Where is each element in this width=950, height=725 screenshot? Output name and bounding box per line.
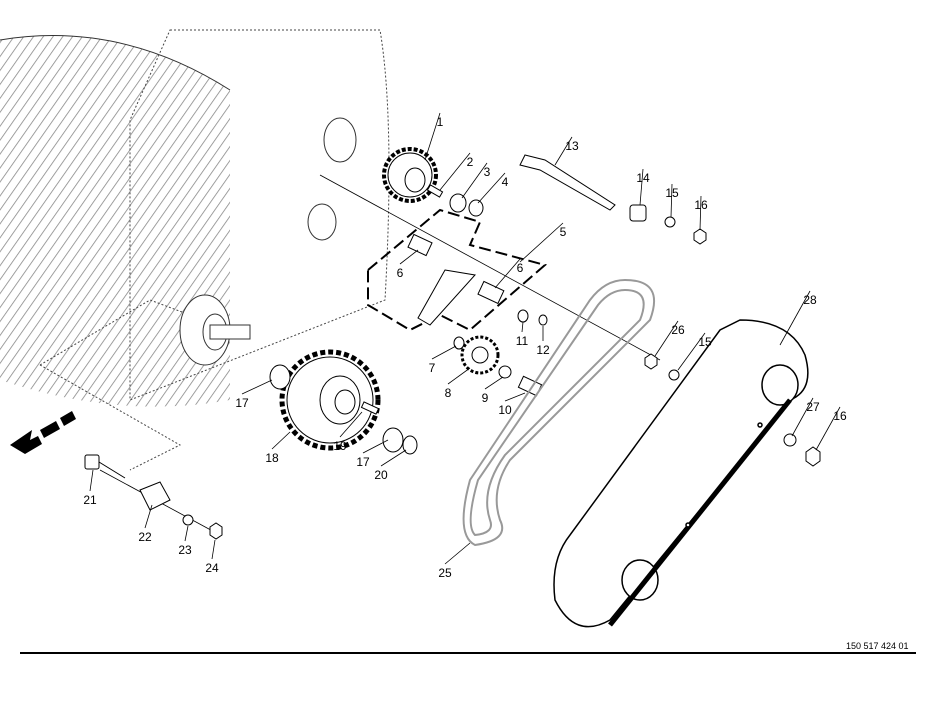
callout-15: 15 <box>665 186 679 200</box>
callout-10: 10 <box>498 403 512 417</box>
callout-25: 25 <box>438 566 452 580</box>
callout-16: 16 <box>694 198 708 212</box>
leader-line <box>670 183 673 218</box>
callout-8: 8 <box>445 386 452 400</box>
leader-line <box>484 376 504 390</box>
adjust-hardware <box>629 204 707 245</box>
leader-line <box>241 379 273 395</box>
callout-7: 7 <box>429 361 436 375</box>
sprocket-large <box>269 349 418 455</box>
leader-line <box>494 258 521 289</box>
callout-14: 14 <box>636 171 650 185</box>
leader-line <box>439 152 471 191</box>
key-washers <box>426 184 484 217</box>
callout-15: 15 <box>698 335 712 349</box>
callout-6: 6 <box>397 266 404 280</box>
callout-11: 11 <box>516 334 529 348</box>
pin <box>519 154 616 211</box>
callout-6: 6 <box>517 261 524 275</box>
callout-9: 9 <box>482 391 489 405</box>
callout-5: 5 <box>560 225 567 239</box>
callout-20: 20 <box>374 468 388 482</box>
callout-26: 26 <box>671 323 685 337</box>
leader-line <box>554 136 573 166</box>
leader-line <box>362 439 389 454</box>
leader-line <box>424 112 441 161</box>
callout-24: 24 <box>205 561 219 575</box>
callout-4: 4 <box>502 175 509 189</box>
callout-28: 28 <box>803 293 817 307</box>
leader-line <box>380 449 407 467</box>
leader-line <box>791 397 814 437</box>
leader-line <box>89 469 94 492</box>
callout-27: 27 <box>806 400 820 414</box>
leader-line <box>699 195 702 231</box>
callout-21: 21 <box>83 493 97 507</box>
callout-12: 12 <box>536 343 550 357</box>
tensioner-assembly <box>367 208 548 332</box>
sprocket-small-top <box>382 147 438 203</box>
leader-line <box>779 290 811 346</box>
document-number: 150 517 424 01 <box>846 641 909 651</box>
leader-line <box>399 249 419 265</box>
callout-17: 17 <box>356 455 370 469</box>
callout-2: 2 <box>467 155 474 169</box>
callout-23: 23 <box>178 543 192 557</box>
callout-19: 19 <box>333 439 347 453</box>
leader-line <box>654 320 679 357</box>
mounting-hardware <box>84 454 223 540</box>
leader-line <box>504 392 526 402</box>
callout-18: 18 <box>265 451 279 465</box>
leader-line <box>144 504 153 529</box>
footer-rule <box>20 652 916 654</box>
frame-shafts <box>179 117 357 366</box>
leader-line <box>339 411 363 438</box>
leader-line <box>519 222 564 263</box>
case-hardware <box>644 353 821 467</box>
leader-line <box>639 168 644 206</box>
leader-line <box>431 345 457 360</box>
chain-case <box>553 319 809 628</box>
callout-22: 22 <box>138 530 152 544</box>
callout-1: 1 <box>437 115 444 129</box>
leader-line <box>444 542 471 565</box>
callout-16: 16 <box>833 409 847 423</box>
chain <box>462 278 655 547</box>
leader-line <box>184 525 189 542</box>
leader-line <box>677 332 706 371</box>
leader-line <box>477 172 506 204</box>
leader-line <box>211 539 216 560</box>
small-sprocket-idler <box>453 309 548 397</box>
direction-arrow-icon <box>10 411 76 454</box>
leader-line <box>521 321 524 333</box>
leader-line <box>461 162 488 199</box>
callout-3: 3 <box>484 165 491 179</box>
callout-13: 13 <box>565 139 579 153</box>
leader-line <box>815 406 841 451</box>
leader-line <box>271 431 291 450</box>
roller-drum <box>0 35 231 407</box>
callout-17: 17 <box>235 396 249 410</box>
leader-line <box>447 367 471 385</box>
